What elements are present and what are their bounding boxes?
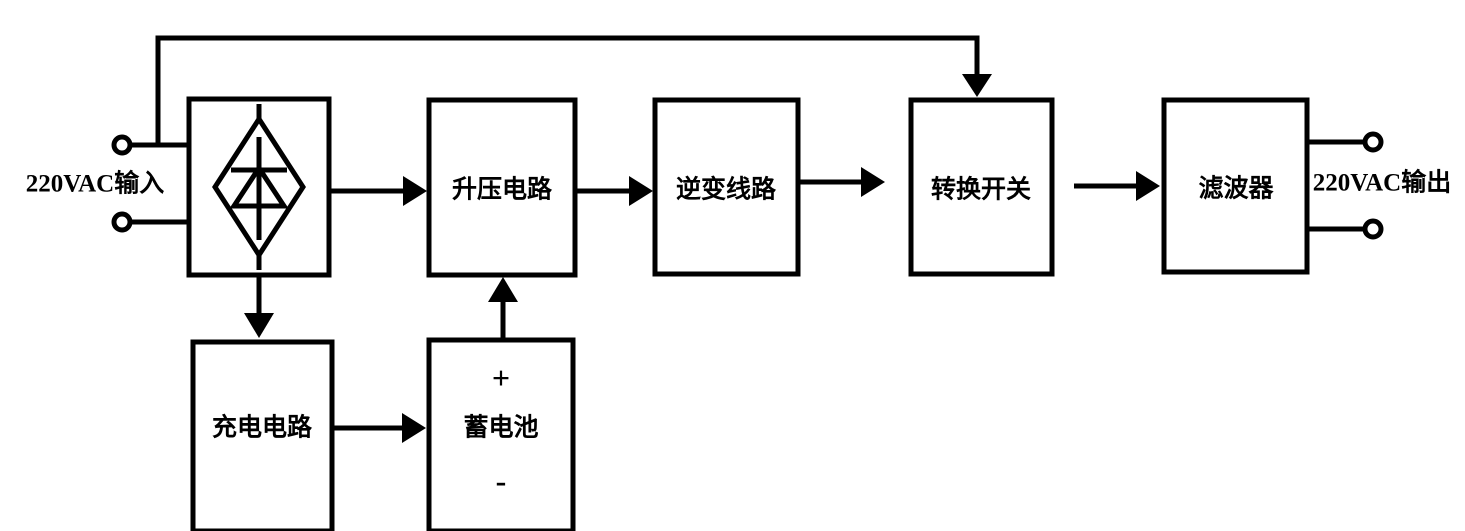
charging-circuit-box[interactable] xyxy=(190,339,335,531)
output-terminals-group xyxy=(1305,131,1384,240)
block-rectifier[interactable] xyxy=(186,96,332,278)
filter-box[interactable] xyxy=(1161,97,1310,275)
block-charging-circuit[interactable]: 充电电路 xyxy=(190,339,335,531)
arrow-head-icon xyxy=(244,313,274,338)
arrow-head-icon xyxy=(403,176,427,206)
bypass-line xyxy=(155,35,980,145)
arrow-head-icon xyxy=(488,277,518,302)
input-terminals-group xyxy=(111,134,191,233)
boost-label: 升压电路 xyxy=(452,176,553,204)
input-terminal-bottom-icon xyxy=(111,211,133,233)
arrow-rectifier-to-charger xyxy=(244,276,274,338)
arrow-boost-to-inverter xyxy=(577,176,653,206)
output-terminal-bottom-icon xyxy=(1362,218,1384,240)
bypass-path-group xyxy=(155,35,992,145)
block-battery[interactable]: + 蓄电池 - xyxy=(426,337,576,531)
transfer-switch-label: 转换开关 xyxy=(931,175,1031,204)
rectifier-diode-triangle xyxy=(229,163,289,209)
charging-circuit-label: 充电电路 xyxy=(212,413,313,442)
arrow-head-icon xyxy=(861,167,885,197)
arrow-head-icon xyxy=(629,176,653,206)
arrow-rectifier-to-boost xyxy=(331,176,427,206)
boost-box[interactable] xyxy=(426,97,578,278)
arrow-head-icon xyxy=(1136,171,1160,201)
arrow-head-icon xyxy=(402,413,426,443)
filter-label: 滤波器 xyxy=(1198,175,1274,203)
block-inverter-circuit[interactable]: 逆变线路 xyxy=(652,97,801,277)
transfer-switch-box[interactable] xyxy=(908,97,1055,277)
block-transfer-switch[interactable]: 转换开关 xyxy=(908,97,1055,277)
block-boost-circuit[interactable]: 升压电路 xyxy=(426,97,578,278)
output-terminal-top-icon xyxy=(1362,131,1384,153)
arrow-charger-to-battery xyxy=(334,413,426,443)
bypass-arrowhead-icon xyxy=(962,74,992,97)
battery-minus-sign: - xyxy=(496,462,507,498)
arrow-battery-to-boost xyxy=(488,277,518,340)
input-label: 220VAC输入 xyxy=(26,169,164,198)
inverter-label: 逆变线路 xyxy=(676,175,777,204)
battery-label: 蓄电池 xyxy=(463,414,538,442)
output-label: 220VAC输出 xyxy=(1313,168,1451,197)
block-filter[interactable]: 滤波器 xyxy=(1161,97,1310,275)
inverter-box[interactable] xyxy=(652,97,801,277)
arrow-transfer-to-filter xyxy=(1074,171,1160,201)
bridge-rectifier-icon xyxy=(212,104,306,270)
arrow-inverter-to-transfer xyxy=(800,167,885,197)
input-terminal-top-icon xyxy=(111,134,133,156)
battery-plus-sign: + xyxy=(492,359,510,395)
